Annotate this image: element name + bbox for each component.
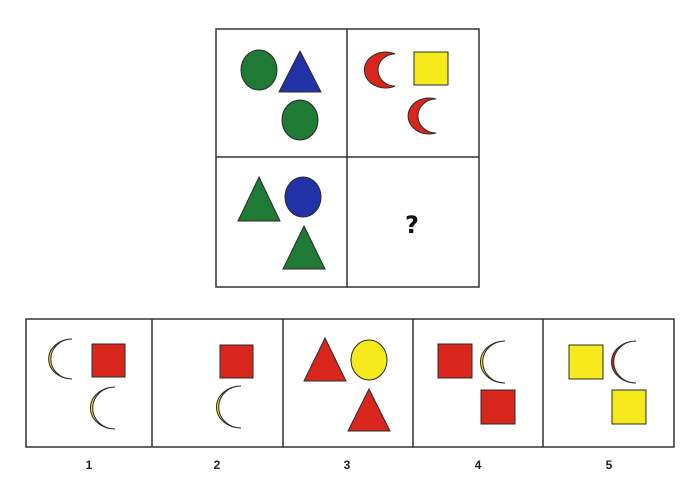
answer-option-3[interactable]: 3: [284, 320, 412, 472]
answer-option-4[interactable]: 4: [414, 320, 542, 472]
red-square-shape: [91, 343, 126, 378]
yellow-crescent-shape: [216, 385, 242, 429]
missing-answer-marker: ?: [405, 211, 419, 239]
answer-option-5[interactable]: 5: [544, 320, 673, 472]
answer-option-label: 2: [214, 458, 221, 472]
answer-option-label: 5: [606, 458, 613, 472]
red-triangle-shape: [303, 336, 347, 382]
yellow-circle-shape: [350, 339, 388, 381]
red-crescent-shape: [407, 97, 437, 135]
red-crescent-shape: [611, 340, 637, 384]
puzzle-cell-2: [363, 51, 449, 135]
answer-option-label: 4: [475, 458, 482, 472]
puzzle-cell-4: ?: [405, 211, 419, 239]
blue-triangle-shape: [278, 49, 322, 93]
blue-circle-shape: [284, 176, 322, 218]
answer-option-label: 3: [344, 458, 351, 472]
answer-options: 1 2 3 4: [25, 318, 675, 472]
red-square-shape: [219, 344, 254, 379]
answer-option-2[interactable]: 2: [153, 320, 282, 472]
red-square-shape: [437, 343, 473, 379]
green-circle-shape: [281, 99, 319, 141]
red-triangle-shape: [347, 387, 391, 432]
red-crescent-shape: [363, 51, 396, 89]
puzzle-grid: ?: [215, 28, 480, 288]
puzzle-cell-1: [240, 49, 322, 141]
puzzle-cell-3: [237, 175, 326, 270]
green-triangle-shape: [237, 175, 281, 222]
answer-options-frame: [25, 318, 675, 448]
yellow-crescent-shape: [48, 338, 73, 380]
answer-option-label: 1: [86, 458, 93, 472]
yellow-crescent-shape: [480, 340, 506, 384]
red-square-shape: [480, 389, 516, 425]
green-circle-shape: [240, 49, 278, 91]
yellow-square-shape: [568, 344, 604, 380]
answer-option-1[interactable]: 1: [27, 320, 151, 472]
yellow-square-shape: [413, 51, 449, 86]
yellow-square-shape: [611, 389, 647, 425]
green-triangle-shape: [282, 224, 326, 270]
yellow-crescent-shape: [90, 386, 116, 430]
